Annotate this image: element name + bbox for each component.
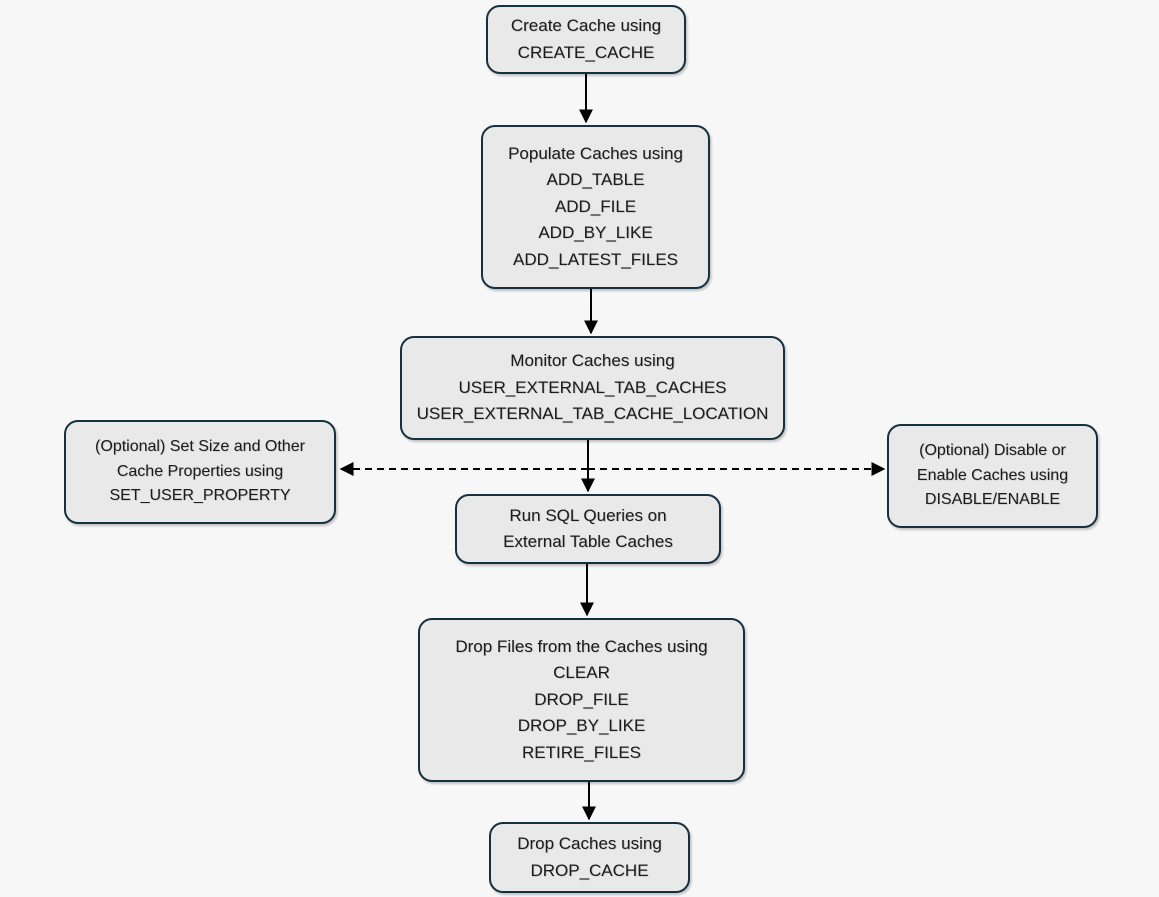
node-line: Populate Caches using	[508, 144, 683, 164]
node-line: DROP_BY_LIKE	[517, 716, 646, 736]
node-line: USER_EXTERNAL_TAB_CACHES	[458, 377, 727, 397]
node-line: DROP_CACHE	[530, 860, 649, 880]
node-line: SET_USER_PROPERTY	[109, 487, 291, 505]
node-line: ADD_TABLE	[546, 170, 645, 190]
create-cache-node[interactable]: Create Cache using CREATE_CACHE	[486, 5, 686, 74]
node-line: External Table Caches	[503, 532, 673, 551]
node-line: Drop Caches using	[517, 834, 662, 854]
node-line: RETIRE_FILES	[521, 742, 642, 762]
node-line: Monitor Caches using	[510, 351, 675, 371]
node-line: DISABLE/ENABLE	[924, 491, 1061, 509]
node-line: (Optional) Set Size and Other	[95, 437, 305, 455]
drop-caches-node[interactable]: Drop Caches using DROP_CACHE	[489, 822, 690, 893]
node-line: ADD_BY_LIKE	[538, 223, 653, 243]
node-line: CREATE_CACHE	[517, 42, 655, 62]
node-line: Create Cache using	[510, 16, 662, 36]
node-line: USER_EXTERNAL_TAB_CACHE_LOCATION	[416, 404, 769, 424]
disable-enable-caches-node[interactable]: (Optional) Disable or Enable Caches usin…	[887, 424, 1098, 528]
node-line: DROP_FILE	[534, 689, 629, 709]
set-cache-properties-node[interactable]: (Optional) Set Size and Other Cache Prop…	[64, 420, 336, 524]
node-line: (Optional) Disable or	[919, 441, 1066, 459]
node-line: Run SQL Queries on	[509, 505, 667, 525]
node-line: Drop Files from the Caches using	[455, 637, 708, 657]
monitor-caches-node[interactable]: Monitor Caches using USER_EXTERNAL_TAB_C…	[400, 336, 785, 440]
node-line: Enable Caches using	[916, 466, 1069, 484]
node-line: CLEAR	[553, 663, 610, 683]
drop-files-node[interactable]: Drop Files from the Caches using CLEAR D…	[418, 618, 745, 782]
node-line: ADD_FILE	[554, 196, 637, 216]
run-sql-queries-node[interactable]: Run SQL Queries on External Table Caches	[455, 494, 721, 564]
node-line: ADD_LATEST_FILES	[512, 249, 679, 269]
populate-caches-node[interactable]: Populate Caches using ADD_TABLE ADD_FILE…	[481, 125, 710, 289]
node-line: Cache Properties using	[116, 462, 284, 480]
